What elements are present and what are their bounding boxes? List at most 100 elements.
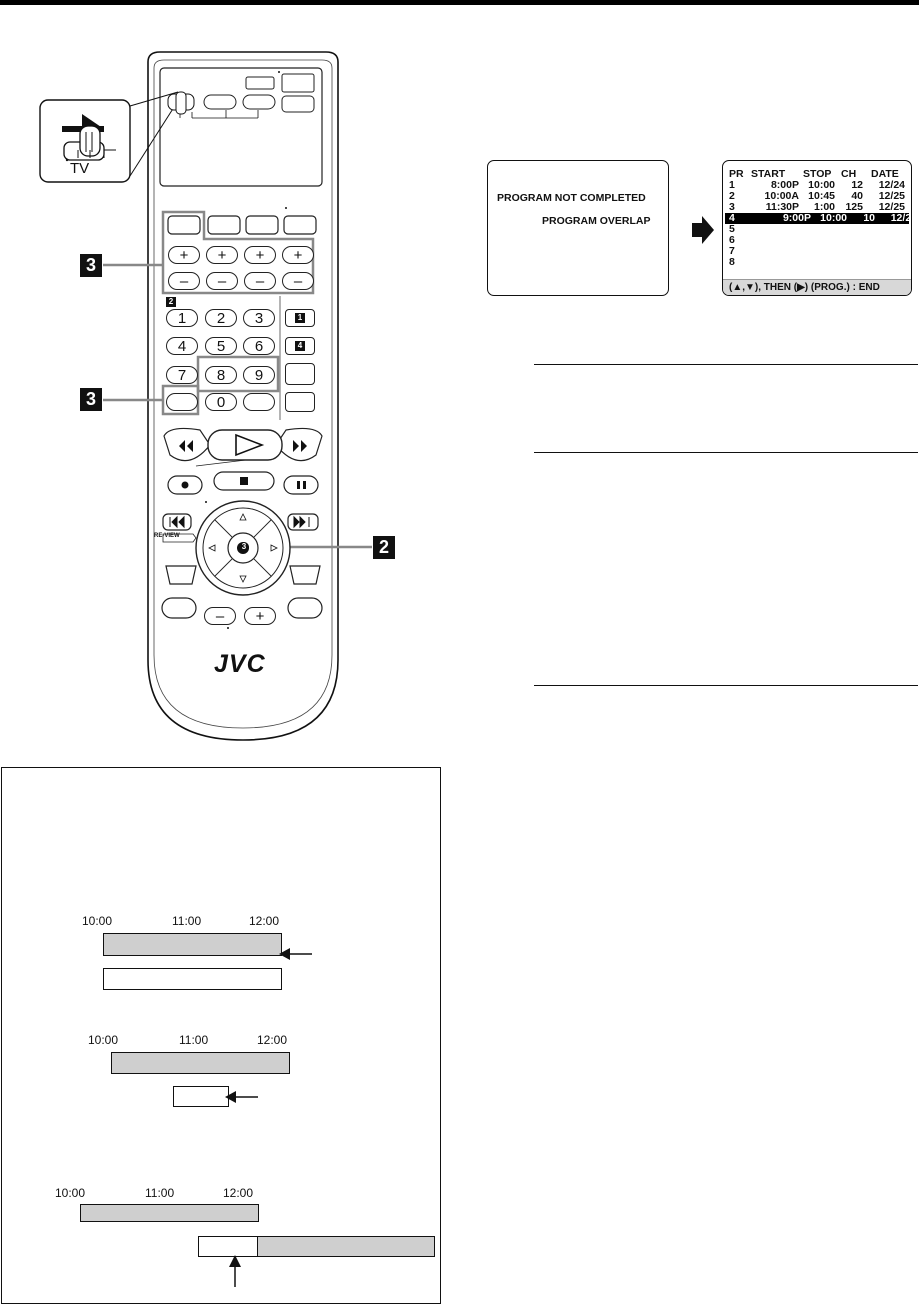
callout-3-bottom: 3	[80, 388, 102, 411]
key-right-4[interactable]	[285, 392, 315, 412]
num-key-8[interactable]: 8	[205, 366, 237, 384]
minus-key-2[interactable]: –	[206, 272, 238, 290]
step-4-mark: 4	[295, 341, 305, 351]
program-cell: 4	[729, 212, 735, 224]
d2-tick-2: 11:00	[179, 1033, 209, 1047]
plus-key-4[interactable]: +	[282, 246, 314, 264]
key-right-1[interactable]: 1	[285, 309, 315, 327]
d1-program-b	[103, 968, 282, 990]
program-cell: 1	[729, 179, 735, 191]
minus-volume-key[interactable]: –	[204, 607, 236, 625]
plus-key-1[interactable]: +	[168, 246, 200, 264]
num-key-4[interactable]: 4	[166, 337, 198, 355]
ok-button[interactable]: 3	[239, 542, 249, 552]
program-cell: 125	[845, 201, 863, 213]
d2-tick-1: 10:00	[88, 1033, 119, 1047]
d3-tick-1: 10:00	[55, 1186, 86, 1200]
program-cell: 10:00	[820, 212, 847, 224]
program-row[interactable]: 7	[729, 246, 905, 257]
program-cell: 12/24	[890, 212, 912, 224]
d1-tick-3: 12:00	[249, 914, 280, 928]
num-key-5[interactable]: 5	[205, 337, 237, 355]
plus-volume-key[interactable]: +	[244, 607, 276, 625]
program-cell: 12	[851, 179, 863, 191]
d3-tick-2: 11:00	[145, 1186, 175, 1200]
divider-2	[534, 452, 918, 453]
d3-program-a	[80, 1204, 259, 1222]
key-right-2[interactable]: 4	[285, 337, 315, 355]
arrow-left-icon-2	[225, 1091, 258, 1103]
d2-program-a	[111, 1052, 290, 1074]
divider-3	[534, 685, 918, 686]
overlap-note-box	[1, 767, 441, 1304]
key-right-3[interactable]	[285, 363, 315, 385]
d1-program-a	[103, 933, 282, 956]
brand-logo: JVC	[214, 650, 266, 678]
top-rule	[0, 0, 919, 5]
num-key-1[interactable]: 1	[166, 309, 198, 327]
num-key-0[interactable]: 0	[205, 393, 237, 411]
header-pr: PR	[729, 168, 744, 180]
d1-tick-2: 11:00	[172, 914, 202, 928]
program-cell: 10:00	[808, 179, 835, 191]
program-cell: 8:00P	[770, 179, 799, 191]
program-cell: 12/24	[878, 179, 905, 191]
plus-key-3[interactable]: +	[244, 246, 276, 264]
program-row[interactable]: 5	[729, 224, 905, 235]
review-label: RE-VIEW	[154, 533, 180, 539]
step-1-mark: 1	[295, 313, 305, 323]
arrow-up-icon	[229, 1255, 241, 1287]
minus-key-1[interactable]: –	[168, 272, 200, 290]
footer-text: (▲,▼), THEN (▶) (PROG.) : END	[729, 282, 880, 293]
program-cell: 10:45	[808, 190, 835, 202]
program-row[interactable]: 1 8:00P 10:00 12 12/24	[729, 180, 905, 191]
program-list-header: PR START STOP CH DATE	[729, 169, 905, 180]
d3-program-b-part2	[257, 1236, 435, 1257]
header-start: START	[751, 168, 786, 180]
minus-key-3[interactable]: –	[244, 272, 276, 290]
program-row[interactable]: 6	[729, 235, 905, 246]
header-ch: CH	[841, 168, 857, 180]
right-arrow-icon	[692, 216, 714, 244]
divider-1	[534, 364, 918, 365]
program-cell: 9:00P	[782, 212, 811, 224]
program-row[interactable]: 4 9:00P 10:00 10 12/24	[725, 212, 912, 224]
program-cell: 10:00A	[764, 190, 799, 202]
num-key-3[interactable]: 3	[243, 309, 275, 327]
tv-screen-error: PROGRAM NOT COMPLETED PROGRAM OVERLAP	[487, 160, 669, 296]
tv-screen-program-list: PR START STOP CH DATE 1 8:00P 10:00 12 12/24…	[722, 160, 912, 296]
remote-illustration	[39, 51, 372, 741]
program-row[interactable]: 2 10:00A 10:45 40 12/25	[729, 191, 905, 202]
program-cell: 2	[729, 190, 735, 202]
program-cell: 10	[863, 212, 875, 224]
program-cell: 11:30P	[765, 201, 799, 213]
key-left-of-zero[interactable]	[166, 393, 198, 411]
num-key-7[interactable]: 7	[166, 366, 198, 384]
program-cell: 1:00	[813, 201, 835, 213]
d2-tick-3: 12:00	[257, 1033, 288, 1047]
plus-key-2[interactable]: +	[206, 246, 238, 264]
minus-key-4[interactable]: –	[282, 272, 314, 290]
arrow-left-icon	[279, 948, 312, 960]
program-cell: 3	[729, 201, 735, 213]
tv-switch-label: TV	[70, 160, 90, 177]
d1-tick-1: 10:00	[82, 914, 113, 928]
num-key-6[interactable]: 6	[243, 337, 275, 355]
error-line-1: PROGRAM NOT COMPLETED	[497, 192, 646, 204]
header-stop: STOP	[803, 168, 832, 180]
key-right-of-zero[interactable]	[243, 393, 275, 411]
num-key-9[interactable]: 9	[243, 366, 275, 384]
program-cell: 40	[851, 190, 863, 202]
program-cell: 8	[729, 256, 735, 268]
program-row[interactable]: 8	[729, 257, 905, 268]
program-cell: 12/25	[878, 190, 905, 202]
note-arrows	[225, 948, 312, 1287]
program-cell: 7	[729, 245, 735, 257]
header-date: DATE	[871, 168, 899, 180]
error-line-2: PROGRAM OVERLAP	[542, 215, 651, 227]
footer-bar: (▲,▼), THEN (▶) (PROG.) : END	[723, 279, 911, 295]
program-cell: 6	[729, 234, 735, 246]
program-cell: 5	[729, 223, 735, 235]
num-key-2[interactable]: 2	[205, 309, 237, 327]
